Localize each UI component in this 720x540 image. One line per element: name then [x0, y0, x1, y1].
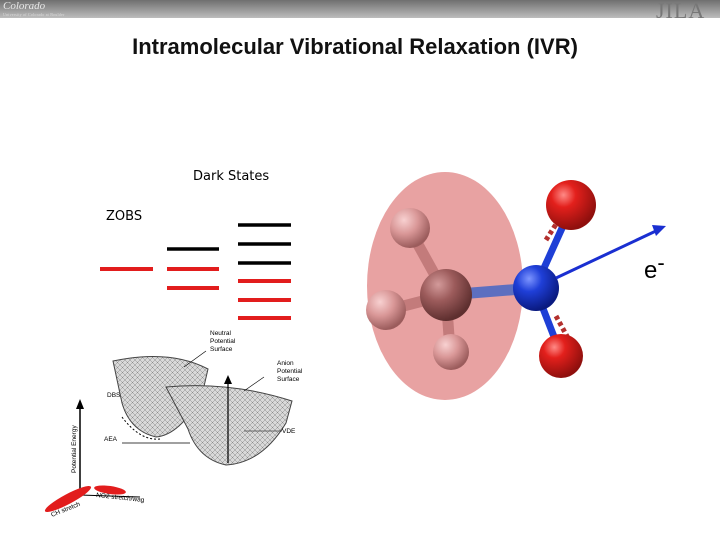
pes-ch-projection	[44, 486, 92, 512]
electron-charge: -	[657, 250, 665, 275]
vde-arrow-head	[224, 375, 232, 384]
electron-symbol: e	[644, 257, 658, 284]
nitrogen-atom	[513, 265, 559, 311]
colorado-logo-text: Colorado	[3, 0, 46, 12]
y-axis-label: Potential Energy	[71, 425, 78, 473]
hydrogen-atom-2	[366, 290, 406, 330]
anion-label-3: Surface	[277, 376, 300, 383]
carbon-atom	[420, 269, 472, 321]
anion-label-1: Anion	[277, 360, 294, 367]
jila-logo: JILA	[656, 0, 706, 23]
colorado-logo: Colorado University of Colorado at Bould…	[0, 0, 67, 18]
anion-surface	[165, 385, 293, 466]
anion-label-2: Potential	[277, 368, 303, 375]
oxygen-atom-bottom	[539, 334, 583, 378]
anion-pointer	[243, 376, 265, 392]
neutral-pointer	[183, 350, 207, 368]
colorado-logo-subtext: University of Colorado at Boulder	[3, 12, 65, 17]
neutral-label-2: Potential	[210, 338, 236, 345]
zobs-label: ZOBS	[106, 209, 143, 224]
pes-no2-projection	[94, 485, 126, 495]
oxygen-atom-top	[546, 180, 596, 230]
slide-title: Intramolecular Vibrational Relaxation (I…	[132, 34, 578, 59]
electron-arrow-head	[652, 225, 666, 236]
header-bar	[0, 0, 720, 18]
dark-states-label: Dark States	[193, 169, 270, 184]
electron-label: e-	[644, 250, 665, 285]
aea-label: AEA	[104, 436, 118, 443]
dbs-curve	[121, 416, 161, 440]
hydrogen-atom-1	[390, 208, 430, 248]
slide-title-wrap: Intramolecular Vibrational Relaxation (I…	[0, 34, 720, 60]
electron-arrow	[555, 228, 659, 280]
neutral-label-3: Surface	[210, 346, 233, 353]
pes-y-axis-arrow	[76, 399, 84, 409]
vde-label: VDE	[282, 428, 296, 435]
hydrogen-atom-3	[433, 334, 469, 370]
pes-x-axis-right	[79, 494, 141, 498]
x-axis-label-right: NO2 stretch/wag	[96, 492, 145, 504]
potential-energy-surface-figure: Neutral Potential Surface Anion Potentia…	[44, 330, 303, 519]
nitromethane-molecule	[366, 172, 666, 400]
neutral-label-1: Neutral	[210, 330, 232, 337]
dbs-label: DBS	[107, 392, 121, 399]
